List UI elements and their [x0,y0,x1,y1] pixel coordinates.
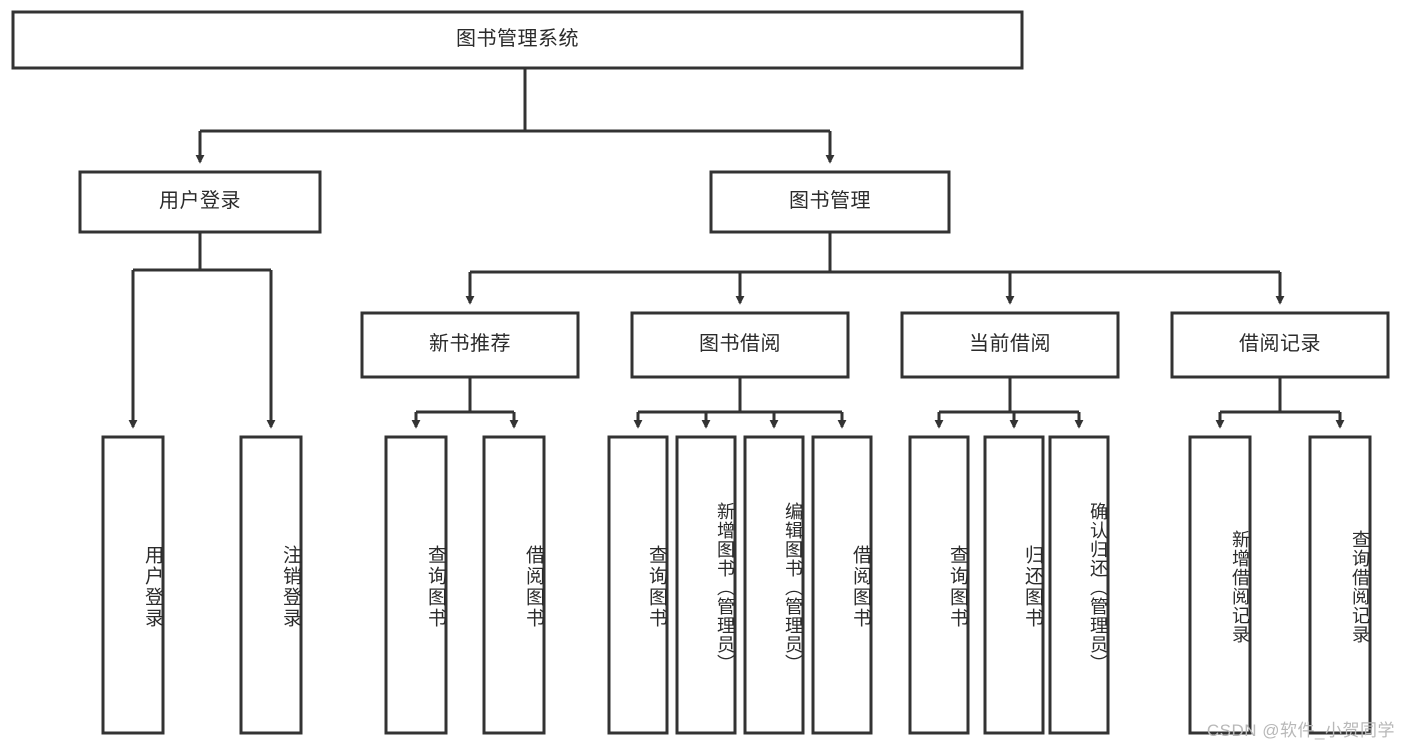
node-box-book-borrow[interactable] [630,311,850,379]
node-box-leaf-confirm-return[interactable] [1048,435,1110,735]
node-box-leaf-add-book[interactable] [675,435,737,735]
node-box-root[interactable] [11,10,1024,70]
csdn-watermark: CSDN @软件_小贺同学 [1206,721,1395,740]
node-box-leaf-user-login[interactable] [101,435,165,735]
node-box-leaf-query-book-current[interactable] [908,435,970,735]
node-box-new-book-recommend[interactable] [360,311,580,379]
node-box-current-borrow[interactable] [900,311,1120,379]
node-box-leaf-query-book-borrow[interactable] [607,435,669,735]
node-box-leaf-query-borrow-record[interactable] [1308,435,1372,735]
node-box-leaf-user-logout[interactable] [239,435,303,735]
node-box-leaf-borrow-book[interactable] [811,435,873,735]
node-box-leaf-return-book[interactable] [983,435,1045,735]
node-box-leaf-query-book-recommend[interactable] [384,435,448,735]
node-box-leaf-add-borrow-record[interactable] [1188,435,1252,735]
node-box-user-login[interactable] [78,170,322,234]
node-box-book-management[interactable] [709,170,951,234]
node-box-leaf-edit-book[interactable] [743,435,805,735]
node-box-leaf-borrow-book-recommend[interactable] [482,435,546,735]
node-box-borrow-record[interactable] [1170,311,1390,379]
